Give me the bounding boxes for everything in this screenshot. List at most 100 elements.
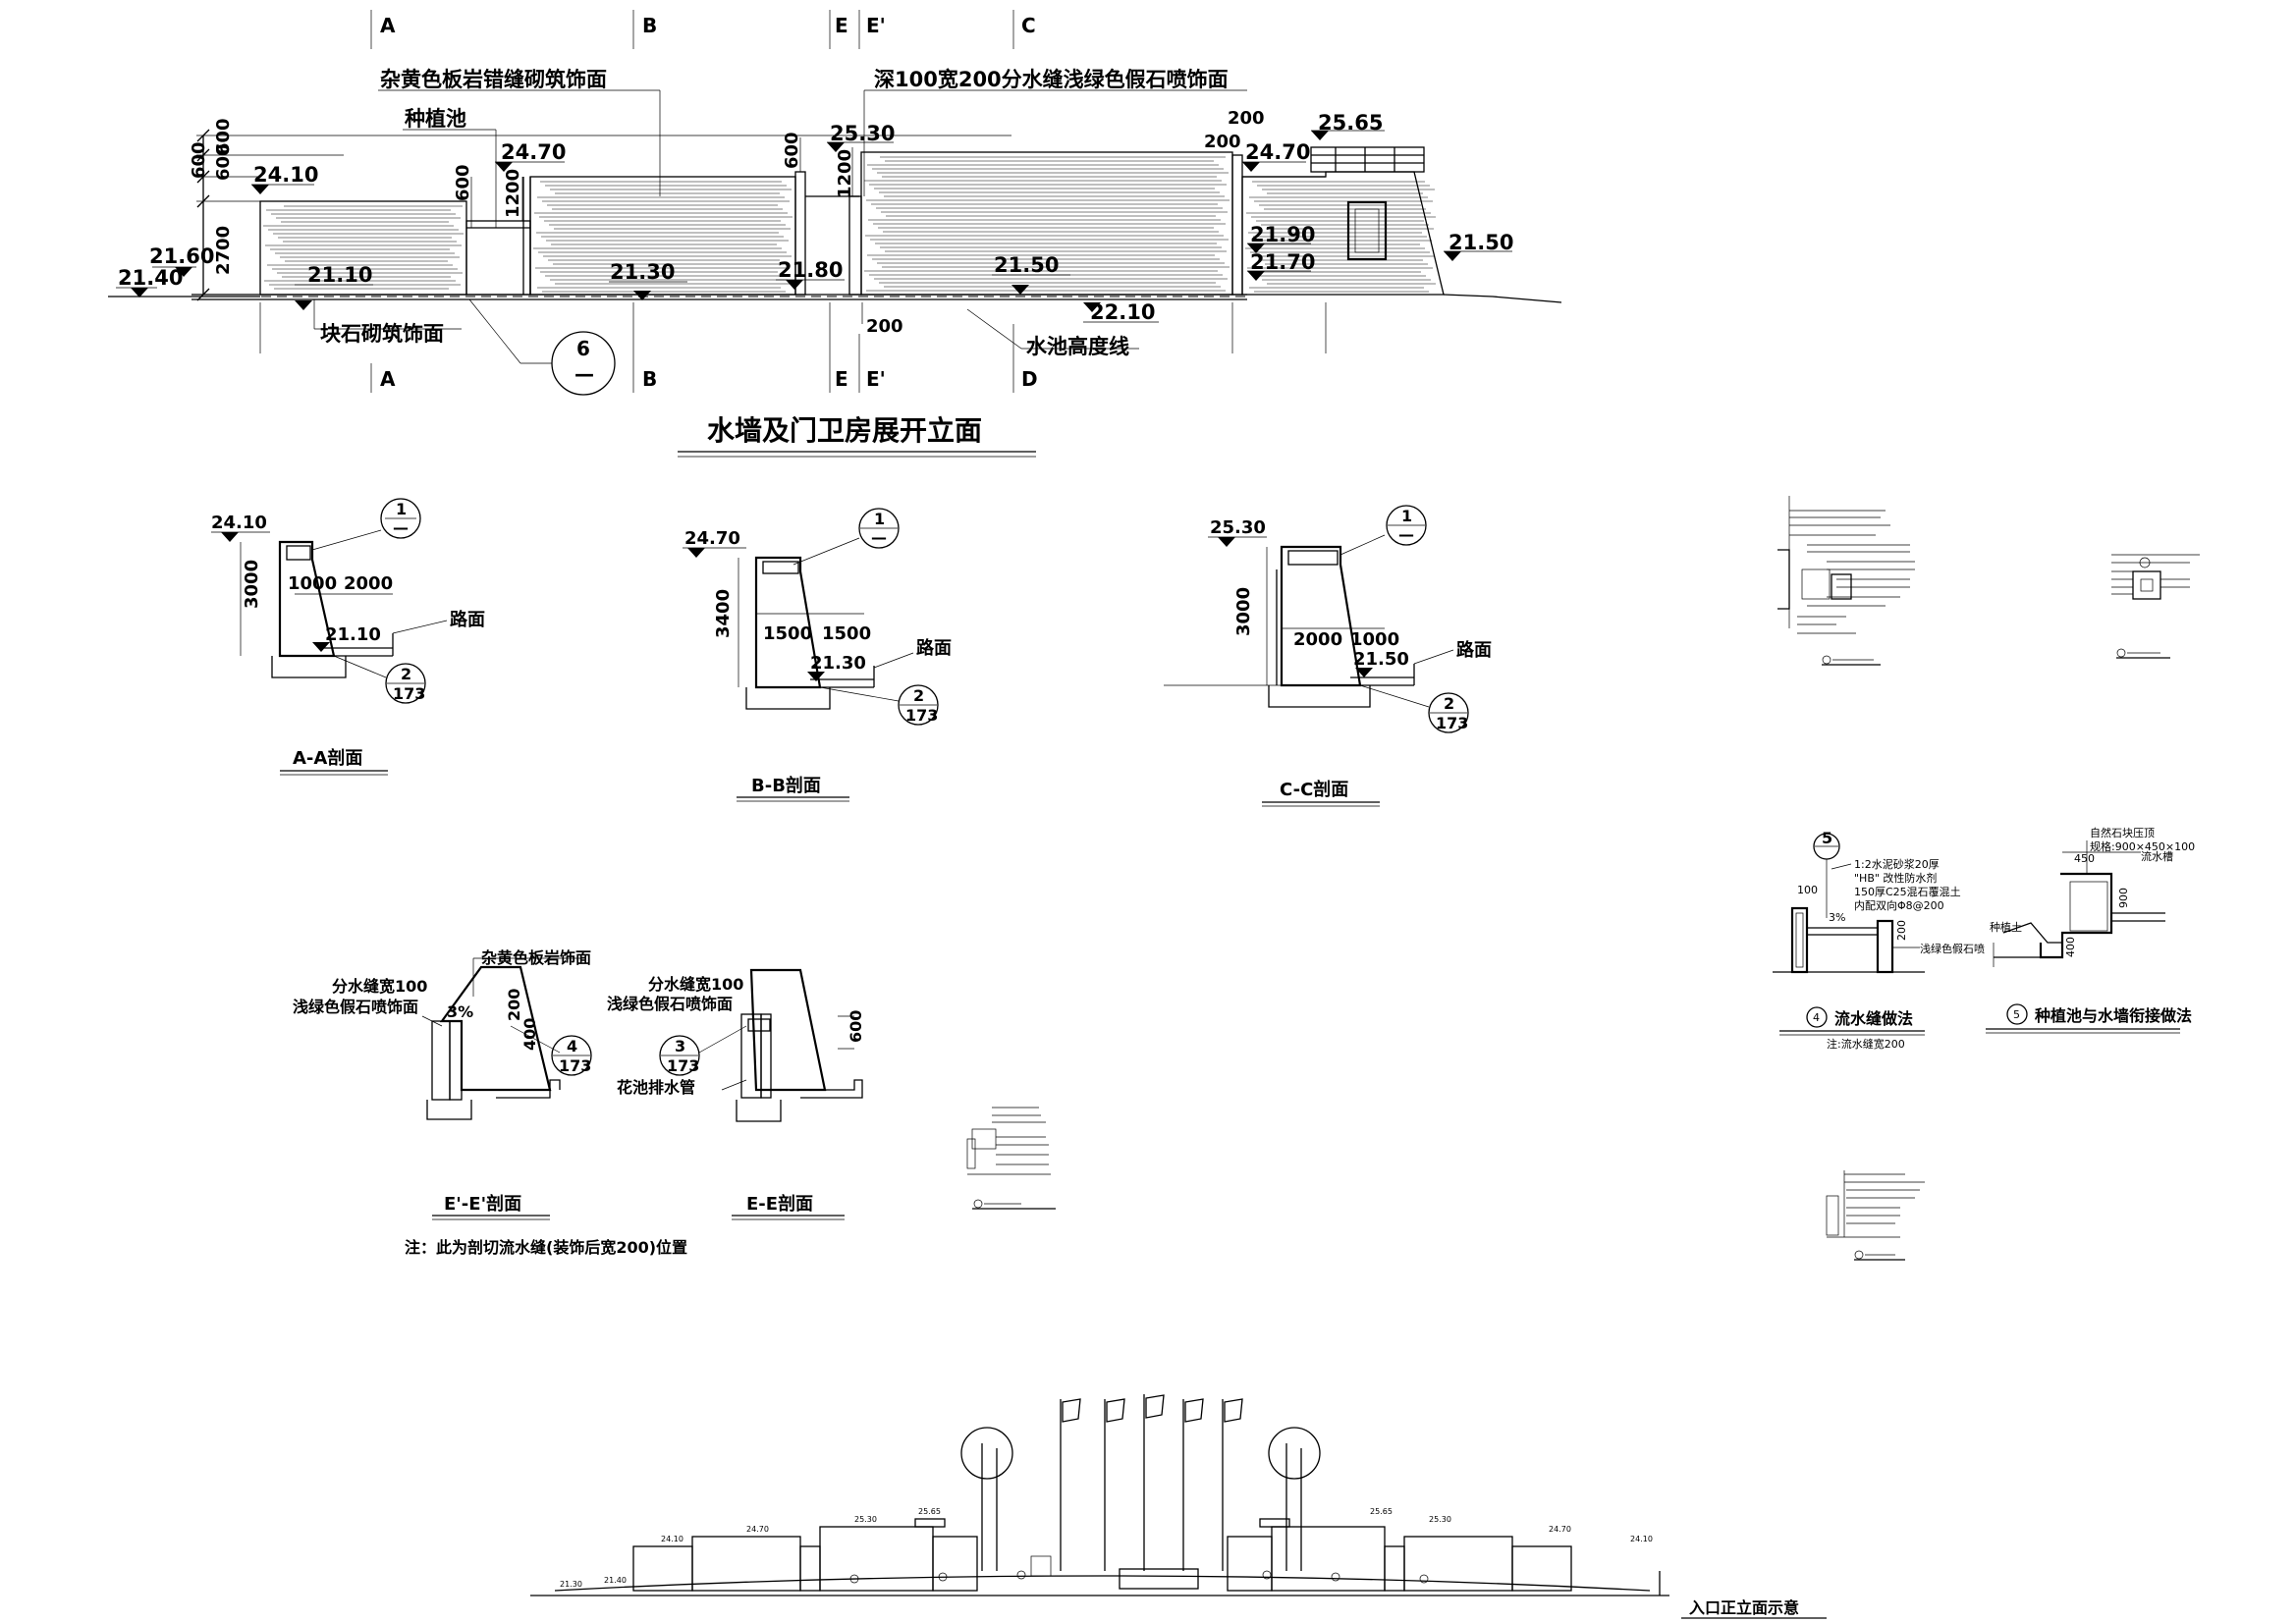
level-25-30: 25.30 xyxy=(830,122,895,145)
callout-6-sub: — xyxy=(574,362,594,386)
section-a-ref1-num: 1 xyxy=(396,500,407,518)
detail-small-1 xyxy=(1777,496,1915,666)
level-24-10: 24.10 xyxy=(253,163,318,187)
section-a-dim-1000: 1000 xyxy=(288,573,337,594)
axis-label-e-top: E xyxy=(835,14,848,37)
level-21-10: 21.10 xyxy=(307,263,372,287)
ground-line xyxy=(108,294,1247,300)
section-b-road-label: 路面 xyxy=(916,637,952,659)
d4-label-2: "HB" 改性防水剂 xyxy=(1854,871,1937,885)
water-wall-elevation: A B E E' C 600 600 600 2700 xyxy=(108,10,1562,458)
note-joint-finish: 深100宽200分水缝浅绿色假石喷饰面 xyxy=(874,68,1229,91)
axis-label-b-top: B xyxy=(642,14,657,37)
elevation-levels: 24.10 24.70 25.30 24.70 25.65 21.60 21.4… xyxy=(116,111,1513,324)
section-a-road-label: 路面 xyxy=(450,609,485,630)
ee1-dim-200: 200 xyxy=(505,989,523,1021)
dim-200-b: 200 xyxy=(1204,132,1241,152)
section-a-dim-2000: 2000 xyxy=(344,573,393,594)
ee-ref-sub: 173 xyxy=(667,1056,699,1075)
elevation-dimension-chain: 600 600 600 2700 xyxy=(189,118,1011,301)
front-level-24-70-l: 24.70 xyxy=(746,1525,769,1534)
ee1-note-top: 杂黄色板岩饰面 xyxy=(481,948,591,967)
front-level-24-10-l: 24.10 xyxy=(661,1535,683,1543)
section-c-top-level: 25.30 xyxy=(1210,517,1266,538)
section-c-dim-2000: 2000 xyxy=(1293,629,1342,650)
front-level-25-65-r: 25.65 xyxy=(1370,1507,1393,1516)
section-a-road-level: 21.10 xyxy=(325,624,381,645)
detail-4-note: 注:流水缝宽200 xyxy=(1827,1037,1905,1051)
level-21-50-a: 21.50 xyxy=(994,253,1059,277)
section-b-dim-1500-a: 1500 xyxy=(763,623,812,644)
section-a-ref1-sub: — xyxy=(393,518,409,537)
ee-note-b: 浅绿色假石喷饰面 xyxy=(607,995,733,1013)
section-c-ref2-sub: 173 xyxy=(1436,714,1468,732)
section-b-road-level: 21.30 xyxy=(810,653,866,674)
d4-slope: 3% xyxy=(1829,911,1845,924)
section-c-ref1-sub: — xyxy=(1398,525,1414,544)
ee1-title: E'-E'剖面 xyxy=(444,1193,521,1215)
callout-6-num: 6 xyxy=(576,337,590,360)
section-c-road-level: 21.50 xyxy=(1353,649,1409,670)
d4-label-3: 150厚C25混石覆混土 xyxy=(1854,886,1961,898)
ee1-ref-sub: 173 xyxy=(559,1056,591,1075)
d4-dim-100: 100 xyxy=(1797,884,1818,896)
level-21-40: 21.40 xyxy=(118,266,183,290)
dim-1200-a: 1200 xyxy=(503,169,523,218)
dim-1200-b: 1200 xyxy=(835,149,855,198)
mini-detail-center xyxy=(966,1107,1056,1210)
ee1-note-a: 分水缝宽100 xyxy=(332,977,427,996)
axis-label-a-bottom: A xyxy=(380,367,396,391)
ee1-note-b: 浅绿色假石喷饰面 xyxy=(293,998,418,1016)
d5-dim-900: 900 xyxy=(2117,888,2130,908)
front-level-24-10-r: 24.10 xyxy=(1630,1535,1653,1543)
detail-4-num: 4 xyxy=(1813,1011,1820,1024)
note-rubble-finish: 块石砌筑饰面 xyxy=(320,322,444,346)
axis-lines-top xyxy=(370,10,1014,49)
axis-labels-top: A B E E' C xyxy=(380,14,1036,37)
level-21-50-b: 21.50 xyxy=(1449,231,1513,254)
note-pool-line: 水池高度线 xyxy=(1026,335,1129,358)
dim-600-a: 600 xyxy=(213,118,234,155)
axis-label-b-bottom: B xyxy=(642,367,657,391)
ee-dim-600: 600 xyxy=(847,1010,865,1043)
section-b-ref2-num: 2 xyxy=(913,686,924,705)
detail-4-top-ref: 5 xyxy=(1822,829,1832,847)
dim-200-a: 200 xyxy=(1228,108,1265,129)
front-level-25-30-l: 25.30 xyxy=(854,1515,877,1524)
detail-small-3 xyxy=(1826,1170,1925,1261)
level-25-65: 25.65 xyxy=(1318,111,1383,135)
front-level-21-30: 21.30 xyxy=(560,1580,582,1589)
level-24-70-b: 24.70 xyxy=(1245,140,1310,164)
detail-4-title: 流水缝做法 xyxy=(1834,1009,1913,1028)
axis-label-e-prime-top: E' xyxy=(866,14,886,37)
axis-label-e-bottom: E xyxy=(835,367,848,391)
elevation-local-dims: 600 1200 600 1200 200 200 200 xyxy=(453,108,1265,337)
d5-label-1: 自然石块压顶 xyxy=(2090,826,2155,839)
front-level-25-30-r: 25.30 xyxy=(1429,1515,1451,1524)
note-planter: 种植池 xyxy=(404,107,466,131)
d5-dim-450: 450 xyxy=(2074,852,2095,865)
dim-2700: 2700 xyxy=(213,226,234,275)
detail-5-planter-junction: 自然石块压顶 规格:900×450×100 流水槽 450 900 种植土 40… xyxy=(1986,826,2195,1034)
d4-label-5: 浅绿色假石喷 xyxy=(1920,942,1985,955)
stone-hatching xyxy=(263,156,1436,293)
section-b-dim-3400: 3400 xyxy=(713,589,734,638)
dim-600-joint: 600 xyxy=(782,132,802,169)
front-level-25-65-l: 25.65 xyxy=(918,1507,941,1516)
ee-title: E-E剖面 xyxy=(746,1193,813,1215)
axis-lines-bottom xyxy=(259,302,1327,393)
dim-200-c: 200 xyxy=(866,316,903,337)
axis-label-a-top: A xyxy=(380,14,396,37)
d5-dim-400: 400 xyxy=(2064,937,2077,957)
level-21-60: 21.60 xyxy=(149,244,214,268)
detail-5-title: 种植池与水墙衔接做法 xyxy=(2034,1006,2192,1025)
axis-label-d-bottom: D xyxy=(1021,367,1038,391)
level-21-80: 21.80 xyxy=(778,258,843,282)
axis-labels-bottom: A B E E' D xyxy=(380,367,1038,391)
level-22-10: 22.10 xyxy=(1090,300,1155,324)
ee-note-c: 花池排水管 xyxy=(617,1078,695,1097)
level-21-30: 21.30 xyxy=(610,260,675,284)
ee-note-a: 分水缝宽100 xyxy=(648,975,743,994)
section-c-dim-1000: 1000 xyxy=(1350,629,1399,650)
